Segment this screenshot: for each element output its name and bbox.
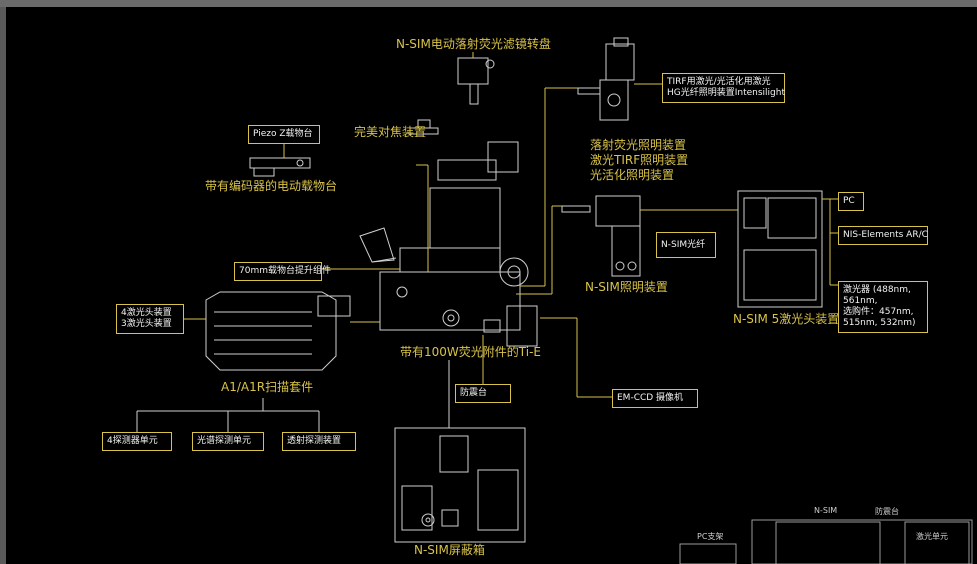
nsim-illuminator-drawing <box>562 196 640 276</box>
nsim-illum-label: N-SIM照明装置 <box>585 281 668 294</box>
enclosure-label: N-SIM屏蔽箱 <box>414 544 485 557</box>
stage-lift-box: 70mm载物台提升组件 <box>234 262 322 281</box>
inset-pc-stand-label: PC支架 <box>697 531 723 542</box>
lasers-line-3: 选购件：457nm, <box>843 307 923 318</box>
tirf-box-line-1: TIRF用激光/光活化用激光 <box>667 77 780 88</box>
inset-nsim-label: N-SIM <box>814 506 837 515</box>
laser-units-line-1: 4激光头装置 <box>121 308 179 319</box>
nis-box: NIS-Elements AR/C <box>838 226 928 245</box>
scan-kit-drawing <box>206 292 350 370</box>
table-box: 防震台 <box>455 384 511 403</box>
lasers-line-1: 激光器 (488nm, <box>843 285 923 296</box>
tirf-box: TIRF用激光/光活化用激光 HG光纤照明装置Intensilight <box>662 73 785 103</box>
filter-turret-label: N-SIM电动落射荧光滤镜转盘 <box>396 38 551 51</box>
tie-label: 带有100W荧光附件的Ti-E <box>400 346 541 359</box>
epi-illum-label-3: 光活化照明装置 <box>590 169 674 182</box>
laser-units-line-2: 3激光头装置 <box>121 319 179 330</box>
spectral-box: 光谱探测单元 <box>192 432 264 451</box>
tirf-box-line-2: HG光纤照明装置Intensilight <box>667 88 780 99</box>
lasers-line-2: 561nm, <box>843 296 923 307</box>
inset-table-label: 防震台 <box>875 506 899 517</box>
epi-illum-label-2: 激光TIRF照明装置 <box>590 154 688 167</box>
emccd-box: EM-CCD 摄像机 <box>612 389 698 408</box>
laser-head-drawing <box>738 191 822 307</box>
laser-head-label: N-SIM 5激光头装置 <box>733 313 839 326</box>
tie-microscope-drawing <box>360 142 537 346</box>
connector-lines <box>137 52 838 432</box>
lasers-box: 激光器 (488nm, 561nm, 选购件：457nm, 515nm, 532… <box>838 281 928 333</box>
fiber-box: N-SIM光纤 <box>656 232 716 258</box>
motorized-stage-drawing <box>250 158 310 176</box>
pc-box: PC <box>838 192 864 211</box>
filter-turret-drawing <box>458 58 494 104</box>
detector4-box: 4探测器单元 <box>102 432 172 451</box>
piezo-box: Piezo Z载物台 <box>248 125 320 144</box>
lasers-line-4: 515nm, 532nm) <box>843 318 923 329</box>
enclosure-drawing <box>395 428 525 542</box>
perfect-focus-label: 完美对焦装置 <box>354 126 426 139</box>
inset-laser-unit-label: 激光单元 <box>916 531 948 542</box>
motorized-stage-label: 带有编码器的电动载物台 <box>205 180 337 193</box>
inset-layout <box>680 520 972 564</box>
transmit-box: 透射探测装置 <box>282 432 356 451</box>
laser-units-box: 4激光头装置 3激光头装置 <box>116 304 184 334</box>
scan-kit-label: A1/A1R扫描套件 <box>221 381 313 394</box>
epi-illum-label-1: 落射荧光照明装置 <box>590 139 686 152</box>
epi-illuminator-drawing <box>578 38 634 120</box>
